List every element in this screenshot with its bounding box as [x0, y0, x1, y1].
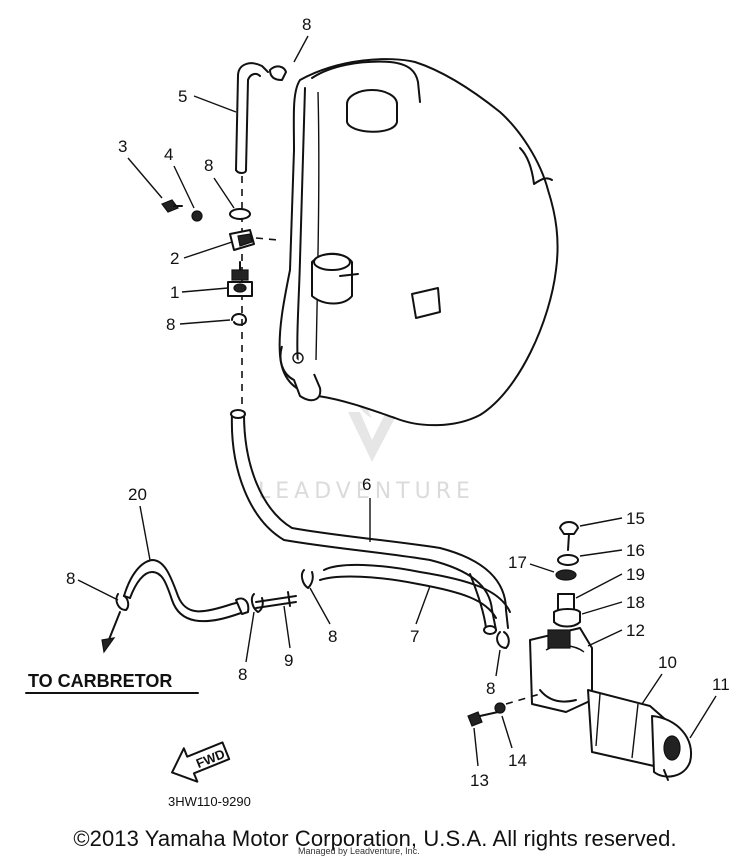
washer-4: [191, 210, 203, 222]
callout-15: 15: [626, 509, 645, 528]
pump-cap-11: [651, 715, 693, 781]
washer-16: [557, 554, 579, 566]
callout-11: 11: [712, 675, 730, 694]
washer-14: [494, 702, 506, 714]
callout-8-right: 8: [328, 627, 337, 646]
carburetor-arrow: [107, 611, 121, 643]
washer-17: [555, 569, 577, 581]
pump-mount-parts: [553, 521, 581, 628]
callout-13: 13: [470, 771, 489, 790]
to-carburetor-label: TO CARBRETOR: [28, 671, 172, 691]
diagram-code: 3HW110-9290: [168, 794, 251, 809]
bolt-13: [467, 711, 499, 727]
callout-7: 7: [410, 627, 419, 646]
fuel-hose-7: [319, 563, 511, 635]
clamp-8-pump: [496, 631, 510, 649]
hose-20: [123, 559, 250, 623]
callout-17: 17: [508, 553, 527, 572]
fuel-hose-6: [230, 409, 509, 631]
copyright-notice: ©2013 Yamaha Motor Corporation, U.S.A. A…: [73, 826, 677, 851]
callout-5: 5: [178, 87, 187, 106]
bolt-15: [559, 521, 579, 535]
callout-12: 12: [626, 621, 645, 640]
callout-2: 2: [170, 249, 179, 268]
callout-9: 9: [284, 651, 293, 670]
callout-8-left: 8: [66, 569, 75, 588]
callout-8-mid: 8: [166, 315, 175, 334]
callout-1: 1: [170, 283, 179, 302]
callout-18: 18: [626, 593, 645, 612]
bolt-3: [161, 199, 179, 213]
clamp-8-upper: [229, 208, 251, 220]
callout-19: 19: [626, 565, 645, 584]
callout-14: 14: [508, 751, 527, 770]
callouts: 8 5 3 4 8 2 1 8 6 20 8 8 9: [66, 15, 730, 790]
callout-8-mid-upper: 8: [204, 156, 213, 175]
callout-10: 10: [658, 653, 677, 672]
fuel-tank: [278, 58, 559, 427]
fitting-2: [229, 229, 255, 251]
vent-hose-5: [235, 62, 287, 174]
callout-3: 3: [118, 137, 127, 156]
collar-19: [557, 593, 575, 611]
callout-8-lower: 8: [238, 665, 247, 684]
callout-20: 20: [128, 485, 147, 504]
callout-16: 16: [626, 541, 645, 560]
clamp-8-joint-right: [300, 569, 314, 589]
callout-4: 4: [164, 145, 173, 164]
callout-8-pump: 8: [486, 679, 495, 698]
clamp-8-lower-left: [250, 593, 264, 613]
assembly-line-pump: [505, 693, 541, 705]
assembly-line-tank: [255, 237, 279, 241]
fuel-pump-bracket-12: [529, 627, 593, 713]
callout-8-top: 8: [302, 15, 311, 34]
callout-6: 6: [362, 475, 371, 494]
valve-1: [227, 261, 253, 297]
fwd-arrow: FWD: [171, 741, 231, 783]
clamp-8-middle: [231, 313, 247, 326]
credit-text: Managed by Leadventure, Inc.: [298, 846, 420, 856]
grommet-18: [553, 608, 581, 628]
watermark-text: LEADVENTURE: [258, 479, 475, 504]
